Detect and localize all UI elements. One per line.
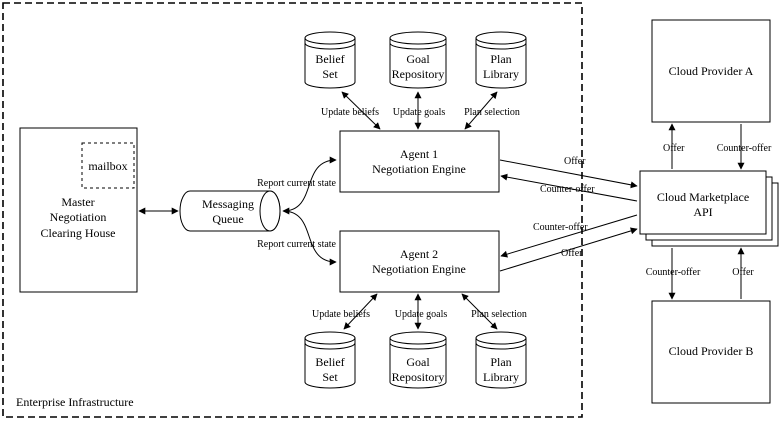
provider-a-label: Cloud Provider A [669,64,754,78]
top-plan-library-line-2: Library [483,67,519,81]
agent-2-line-2: Negotiation Engine [372,262,466,276]
top-goal-repository-line-1: Goal [406,52,430,66]
top-goal-repository-line-2: Repository [392,67,445,81]
agent-2-box: Agent 2 Negotiation Engine [339,230,500,293]
mailbox-label: mailbox [88,159,127,173]
agent-1-line-2: Negotiation Engine [372,162,466,176]
agent-2-counter-offer-arrow [500,214,638,258]
queue-line-2: Queue [212,212,243,226]
enterprise-boundary [2,2,583,418]
clearing-house: mailbox Master Negotiation Clearing Hous… [19,127,138,293]
bottom-plan-selection-label: Plan selection [471,309,527,320]
queue-line-1: Messaging [202,197,254,211]
bottom-belief-set-line-1: Belief [315,355,344,369]
top-plan-library-db: Plan Library [475,31,527,89]
cloud-marketplace-api: Cloud Marketplace API [639,170,779,247]
bottom-plan-library-line-1: Plan [490,355,511,369]
report-state-label-1: Report current state [257,178,336,189]
top-belief-set-db: Belief Set [304,31,356,89]
agent-1-counter-offer-arrow [500,173,638,202]
bottom-goal-repository-line-1: Goal [406,355,430,369]
bottom-goal-repository-line-2: Repository [392,370,445,384]
top-update-beliefs-arrow [341,91,381,130]
clearing-house-line-3: Clearing House [41,226,116,240]
agent-1-box: Agent 1 Negotiation Engine [339,130,500,193]
bottom-update-beliefs-label: Update beliefs [312,309,370,320]
top-plan-library-line-1: Plan [490,52,511,66]
cloud-provider-b: Cloud Provider B [651,300,771,404]
provider-b-label: Cloud Provider B [669,344,754,358]
agent-2-counter-offer-label: Counter-offer [533,222,588,233]
messaging-queue: Messaging Queue [179,190,281,232]
queue-agent-1-arrow [282,156,337,215]
enterprise-label: Enterprise Infrastructure [16,395,134,409]
clearing-house-line-2: Negotiation [50,210,107,224]
top-belief-set-line-1: Belief [315,52,344,66]
agent-2-offer-label: Offer [561,248,583,259]
top-update-beliefs-label: Update beliefs [321,107,379,118]
agent-2-offer-arrow [499,227,638,272]
bottom-belief-set-db: Belief Set [304,331,356,389]
top-update-goals-label: Update goals [393,107,446,118]
bottom-goal-repository-db: Goal Repository [389,331,447,389]
top-goal-repository-db: Goal Repository [389,31,447,89]
agent-1-line-1: Agent 1 [400,147,438,161]
marketplace-line-2: API [693,205,712,219]
top-belief-set-line-2: Set [322,67,338,81]
cloud-provider-a: Cloud Provider A [651,19,771,123]
report-state-label-2: Report current state [257,239,336,250]
agent-1-offer-arrow [499,159,638,189]
bottom-plan-library-db: Plan Library [475,331,527,389]
top-plan-selection-arrow [464,91,498,130]
bottom-plan-library-line-2: Library [483,370,519,384]
agent-2-line-1: Agent 2 [400,247,438,261]
clearing-house-line-1: Master [61,195,94,209]
bottom-update-goals-label: Update goals [395,309,448,320]
bottom-update-beliefs-arrow [343,293,378,330]
provider-b-counter-offer-label: Counter-offer [646,267,701,278]
provider-b-offer-label: Offer [732,267,754,278]
agent-1-offer-label: Offer [564,156,586,167]
queue-agent-2-arrow [282,210,337,266]
agent-1-counter-offer-label: Counter-offer [540,184,595,195]
provider-a-counter-offer-label: Counter-offer [717,143,772,154]
marketplace-line-1: Cloud Marketplace [657,190,749,204]
top-plan-selection-label: Plan selection [464,107,520,118]
provider-a-offer-label: Offer [663,143,685,154]
bottom-plan-selection-arrow [461,293,498,330]
bottom-belief-set-line-2: Set [322,370,338,384]
